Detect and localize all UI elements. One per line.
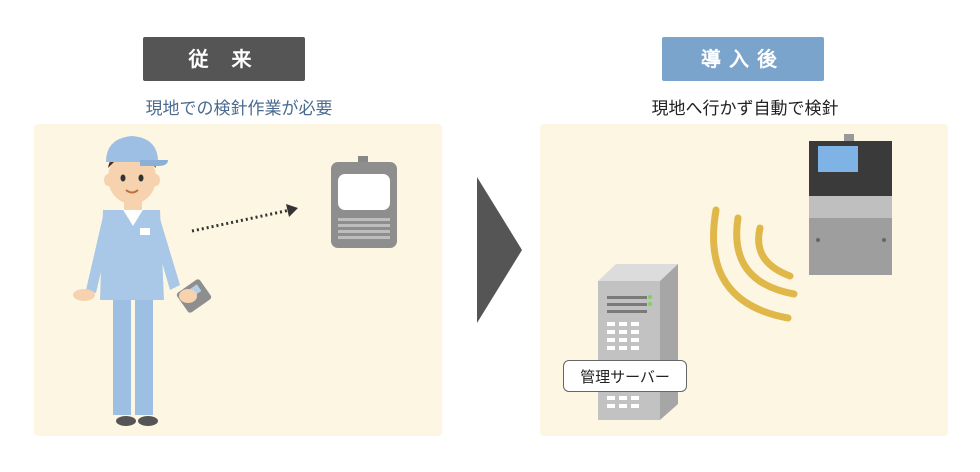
reading-arrow — [191, 204, 298, 233]
server-icon — [598, 264, 678, 420]
before-subtitle: 現地での検針作業が必要 — [145, 99, 333, 119]
after-subtitle: 現地へ行かず自動で検針 — [651, 99, 839, 119]
before-badge: 従 来 — [143, 37, 305, 81]
smart-meter-icon — [809, 134, 892, 275]
wireless-signal-icon — [710, 206, 798, 322]
transition-arrow-icon — [477, 177, 522, 323]
worker-illustration — [73, 136, 212, 426]
meter-icon — [331, 156, 397, 248]
server-label: 管理サーバー — [563, 360, 687, 392]
after-badge: 導入後 — [662, 37, 824, 81]
